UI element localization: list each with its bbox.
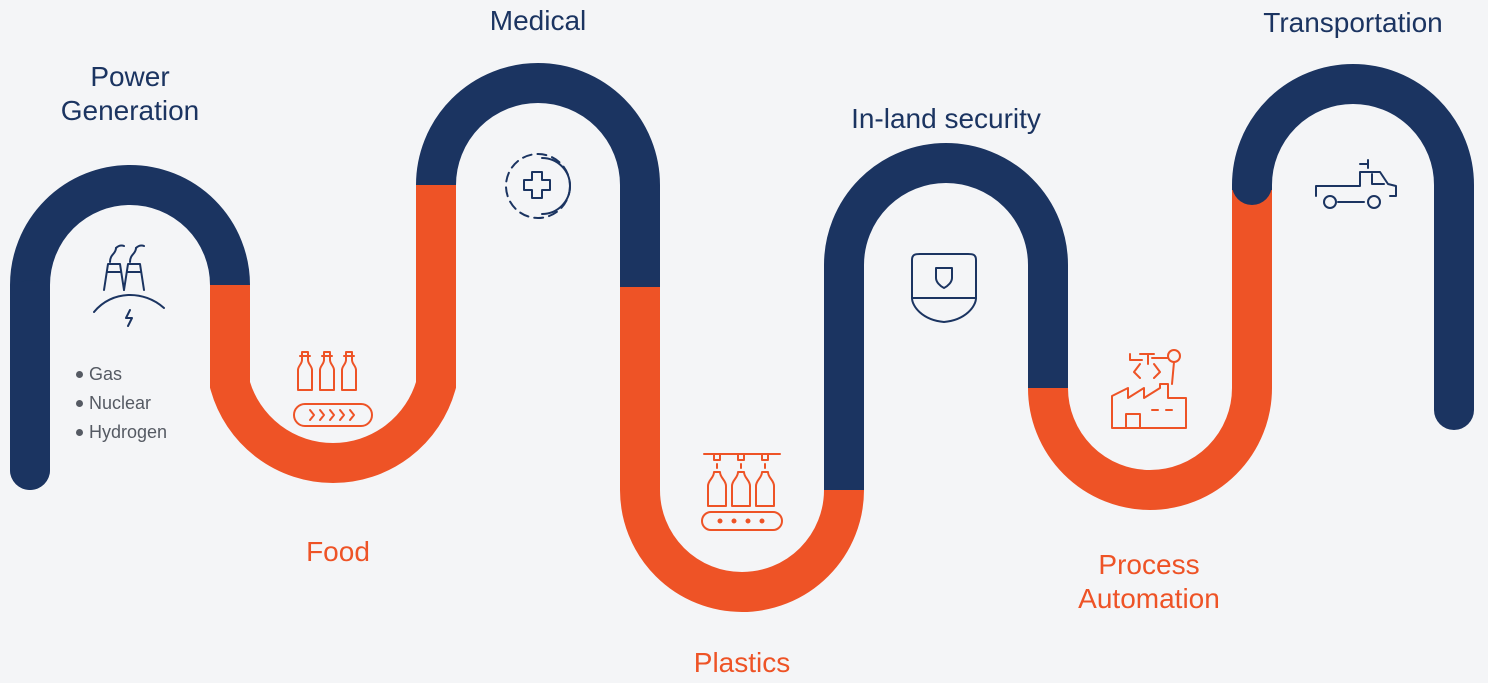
label-power-generation: Power Generation: [30, 60, 230, 128]
bullet-dot-icon: [76, 400, 83, 407]
label-power-generation-line1: Power: [90, 61, 170, 92]
plastic-bottle-filling-icon: [701, 453, 783, 531]
list-item: Gas: [76, 360, 167, 389]
list-item: Hydrogen: [76, 418, 167, 447]
label-process-automation-line2: Automation: [1078, 583, 1220, 614]
road-segment-in-land-security: [824, 143, 1068, 490]
list-item-nuclear: Nuclear: [89, 393, 152, 413]
list-item-gas: Gas: [89, 364, 123, 384]
label-process-automation-line1: Process: [1098, 549, 1200, 580]
power-plant-icon: [93, 244, 165, 327]
label-in-land-security: In-land security: [851, 103, 1041, 134]
road-segment-process-automation: [1028, 185, 1272, 510]
label-transportation: Transportation: [1263, 7, 1443, 38]
medical-cross-icon: [505, 153, 571, 219]
list-item: Nuclear: [76, 389, 167, 418]
list-item-hydrogen: Hydrogen: [89, 422, 168, 442]
food-bottles-conveyor-icon: [293, 351, 373, 427]
label-food: Food: [306, 536, 370, 567]
road-segment-plastics: [620, 287, 864, 612]
road-segment-medical: [416, 63, 660, 287]
bullet-dot-icon: [76, 371, 83, 378]
label-plastics: Plastics: [693, 647, 791, 678]
robot-arm-factory-icon: [1111, 349, 1187, 429]
label-power-generation-line2: Generation: [60, 95, 200, 126]
label-process-automation: Process Automation: [1049, 548, 1249, 616]
truck-icon: [1315, 159, 1397, 209]
bullet-dot-icon: [76, 429, 83, 436]
security-shield-icon: [911, 253, 977, 323]
label-medical: Medical: [489, 5, 587, 36]
road-segment-transportation: [1232, 64, 1474, 430]
power-generation-list: Gas Nuclear Hydrogen: [76, 360, 167, 447]
road-segment-power-generation: [9, 165, 250, 490]
road-segment-food: [210, 185, 456, 483]
